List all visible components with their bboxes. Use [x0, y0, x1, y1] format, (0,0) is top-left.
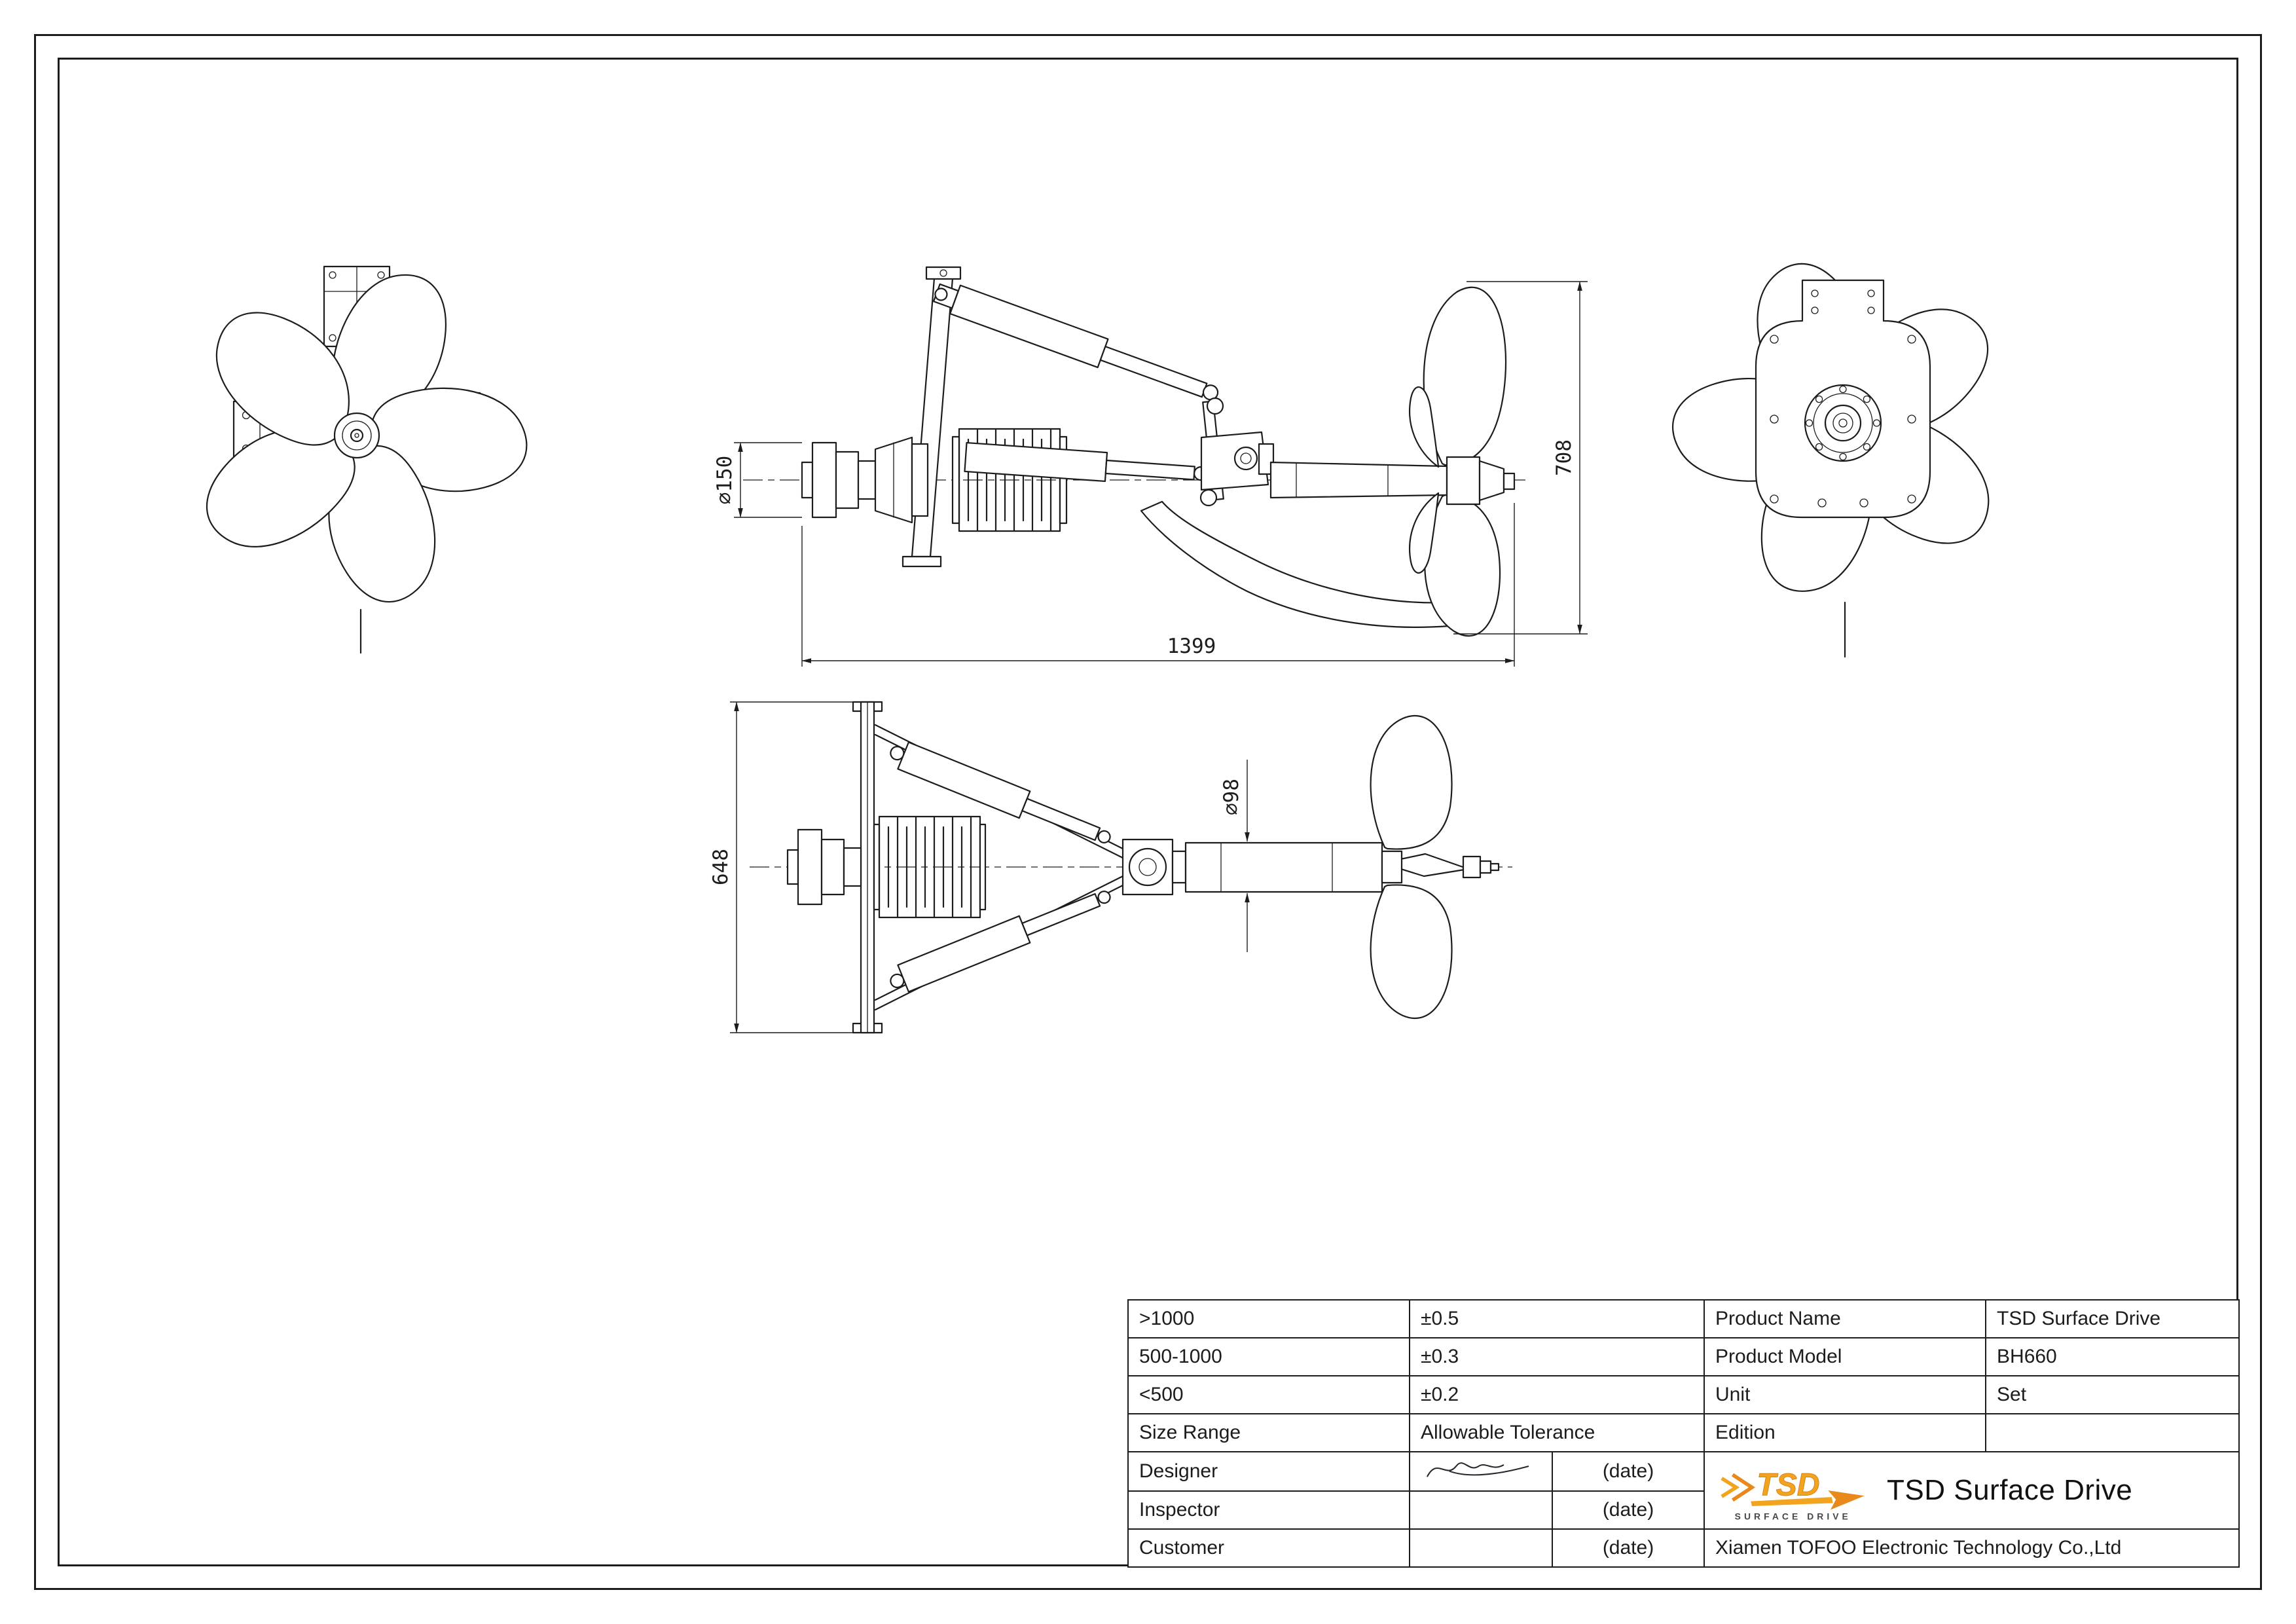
- dim-height-label: 708: [1552, 439, 1576, 476]
- tolerance-value-3: ±0.2: [1408, 1375, 1705, 1414]
- logo-swoosh: [1751, 1497, 1833, 1506]
- designer-signature-cell: [1409, 1451, 1553, 1492]
- tolerance-range-3: <500: [1127, 1375, 1410, 1414]
- top-propeller: [1370, 714, 1500, 1020]
- customer-date: (date): [1551, 1528, 1705, 1568]
- side-drive-tube: [1269, 461, 1448, 499]
- unit-value: Set: [1985, 1375, 2240, 1414]
- rear-propeller-view: [1671, 263, 1990, 658]
- customer-label: Customer: [1127, 1528, 1410, 1568]
- designer-label: Designer: [1127, 1451, 1410, 1492]
- side-input-shaft: [801, 441, 877, 519]
- tolerance-value-1: ±0.5: [1408, 1299, 1705, 1338]
- tsd-logo: TSD SURFACE DRIVE: [1721, 1467, 1865, 1521]
- logo-arrow-icon: [1828, 1490, 1865, 1510]
- unit-label: Unit: [1704, 1375, 1987, 1414]
- inspector-label: Inspector: [1127, 1490, 1410, 1530]
- top-drive-tube: [1184, 841, 1383, 893]
- dim-width: 648: [709, 701, 860, 1033]
- logo-chevron-icon: [1731, 1473, 1756, 1502]
- dim-shaft-diameter: ⌀150: [713, 442, 802, 518]
- edition-value: [1985, 1413, 2240, 1452]
- inspector-date: (date): [1551, 1490, 1705, 1530]
- top-steering-cylinder-upper: [890, 741, 1111, 843]
- title-block: >1000 ±0.5 Product Name TSD Surface Driv…: [1127, 1299, 2240, 1568]
- side-steering-cylinder: [964, 441, 1209, 483]
- tolerance-row-3: <500 ±0.2 Unit Set: [1127, 1375, 2240, 1414]
- top-view: 648 ⌀98: [709, 701, 1512, 1034]
- dim-length-label: 1399: [1167, 635, 1216, 658]
- dim-shaft-label: ⌀150: [713, 456, 737, 505]
- side-trim-cylinder: [932, 283, 1219, 401]
- side-pivot-head: [1199, 397, 1275, 507]
- side-gimbal-housing: [874, 436, 929, 524]
- allowable-tolerance-label: Allowable Tolerance: [1408, 1413, 1705, 1452]
- tolerance-row-1: >1000 ±0.5 Product Name TSD Surface Driv…: [1127, 1299, 2240, 1338]
- size-range-label: Size Range: [1127, 1413, 1410, 1452]
- side-bellows: [951, 428, 1068, 532]
- customer-row: Customer (date) Xiamen TOFOO Electronic …: [1127, 1528, 2240, 1568]
- dim-tube-label: ⌀98: [1220, 779, 1243, 815]
- designer-date: (date): [1551, 1451, 1705, 1492]
- inspector-signature-cell: [1409, 1490, 1553, 1530]
- customer-signature-cell: [1409, 1528, 1553, 1568]
- product-model-value: BH660: [1985, 1337, 2240, 1376]
- front-propeller-blades: [206, 274, 528, 603]
- edition-label: Edition: [1704, 1413, 1987, 1452]
- logo-chevron-icon: [1721, 1477, 1740, 1498]
- side-propeller: [1409, 286, 1516, 637]
- dim-length: 1399: [801, 503, 1515, 667]
- front-hub: [333, 412, 380, 459]
- designer-row: Designer (date) TSD SURFACE DRIVE: [1127, 1451, 2240, 1530]
- header-row: Size Range Allowable Tolerance Edition: [1127, 1413, 2240, 1452]
- logo-text: TSD: [1757, 1467, 1819, 1502]
- inspector-row: Inspector (date): [1127, 1490, 2239, 1530]
- front-propeller-view: [206, 265, 528, 654]
- side-skeg-fin: [1140, 500, 1450, 628]
- dim-width-label: 648: [709, 849, 733, 885]
- logo-subtext: SURFACE DRIVE: [1735, 1511, 1851, 1521]
- rear-hub: [1804, 384, 1882, 462]
- top-input-shaft: [786, 828, 862, 906]
- outer-frame: [34, 34, 2262, 1590]
- tolerance-range-1: >1000: [1127, 1299, 1410, 1338]
- product-model-label: Product Model: [1704, 1337, 1987, 1376]
- product-name-label: Product Name: [1704, 1299, 1987, 1338]
- brand-title: TSD Surface Drive: [1887, 1474, 2133, 1506]
- brand-cell: TSD SURFACE DRIVE TSD Surface Drive: [1704, 1451, 2240, 1530]
- dim-tube-diameter: ⌀98: [1220, 760, 1250, 952]
- tolerance-range-2: 500-1000: [1127, 1337, 1410, 1376]
- top-pivot-head: [1121, 838, 1187, 896]
- top-bellows: [873, 815, 987, 919]
- dim-height: 708: [1453, 281, 1588, 635]
- designer-signature: [1427, 1462, 1529, 1477]
- tolerance-row-2: 500-1000 ±0.3 Product Model BH660: [1127, 1337, 2240, 1376]
- top-steering-cylinder-lower: [890, 891, 1111, 993]
- side-view: ⌀150 708 1399: [713, 266, 1588, 667]
- tolerance-value-2: ±0.3: [1408, 1337, 1705, 1376]
- company-name: Xiamen TOFOO Electronic Technology Co.,L…: [1704, 1528, 2240, 1568]
- product-name-value: TSD Surface Drive: [1985, 1299, 2240, 1338]
